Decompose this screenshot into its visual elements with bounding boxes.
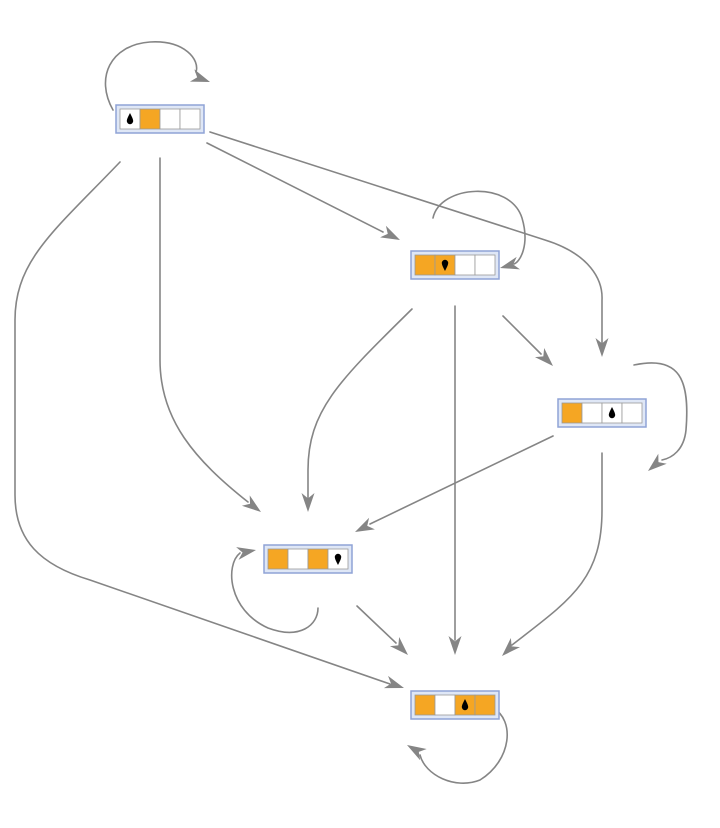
self-loop-edge-s3 xyxy=(633,362,688,471)
self-loop-edge-s2 xyxy=(432,190,526,270)
self-loop-edge-s1 xyxy=(104,41,210,111)
state-node-s2[interactable] xyxy=(410,250,500,280)
arrowhead-icon xyxy=(534,347,553,366)
tape-cell-0 xyxy=(267,548,289,570)
arrowhead-icon xyxy=(500,256,521,270)
state-node-s4[interactable] xyxy=(263,544,353,574)
arrowhead-icon xyxy=(595,338,609,357)
head-marker-icon xyxy=(126,113,134,125)
edge-line xyxy=(633,362,688,461)
edge-s3-to-s4 xyxy=(355,435,554,532)
arrowhead-icon xyxy=(389,636,408,655)
edge-line xyxy=(14,161,391,685)
tape-cell-2 xyxy=(159,108,181,130)
head-marker-icon xyxy=(461,699,469,711)
state-node-s3[interactable] xyxy=(557,398,647,428)
arrowhead-icon xyxy=(301,493,315,512)
tape-cell-0 xyxy=(561,402,583,424)
edge-line xyxy=(369,435,554,525)
arrowhead-icon xyxy=(383,675,404,689)
arrowhead-icon xyxy=(189,69,210,82)
tape-cell-3 xyxy=(474,694,496,716)
edge-line xyxy=(159,157,249,503)
edge-s1-to-s4 xyxy=(159,157,261,512)
head-marker-icon xyxy=(608,407,616,419)
tape-cell-1 xyxy=(287,548,309,570)
head-marker-icon xyxy=(441,259,449,271)
edge-line xyxy=(419,707,508,784)
arrowhead-icon xyxy=(355,517,375,532)
edge-line xyxy=(356,605,397,644)
tape-cell-0 xyxy=(414,694,436,716)
edge-s2-to-s4 xyxy=(301,308,413,512)
arrowhead-icon xyxy=(241,495,261,512)
edge-line xyxy=(206,142,384,233)
tape-cell-3 xyxy=(179,108,201,130)
edge-line xyxy=(307,308,413,499)
state-node-s5[interactable] xyxy=(410,690,500,720)
nodes-layer xyxy=(115,104,647,720)
tape-cell-3 xyxy=(474,254,496,276)
arrowhead-icon xyxy=(448,636,462,655)
edge-s2-to-s3 xyxy=(502,315,553,366)
edge-s2-to-s5 xyxy=(448,305,462,655)
tape-cell-1 xyxy=(581,402,603,424)
tape-cell-2 xyxy=(307,548,329,570)
edge-line xyxy=(511,452,603,646)
tape-cell-1 xyxy=(139,108,161,130)
state-node-s1[interactable] xyxy=(115,104,205,134)
edge-line xyxy=(230,552,319,634)
arrowhead-icon xyxy=(648,453,667,471)
tape-cell-2 xyxy=(454,254,476,276)
edge-s1-to-s5 xyxy=(14,161,404,689)
edge-line xyxy=(104,41,198,111)
arrowhead-icon xyxy=(236,547,256,560)
tape-cell-1 xyxy=(434,694,456,716)
edge-line xyxy=(502,315,542,355)
head-marker-icon xyxy=(334,553,342,565)
edges-layer xyxy=(14,41,688,784)
arrowhead-icon xyxy=(380,225,400,240)
arrowhead-icon xyxy=(502,637,521,656)
edge-s1-to-s3 xyxy=(209,131,609,357)
self-loop-edge-s5 xyxy=(407,707,508,784)
edge-line xyxy=(209,131,603,346)
self-loop-edge-s4 xyxy=(230,547,319,634)
edge-s4-to-s5 xyxy=(356,605,408,655)
tape-cell-0 xyxy=(414,254,436,276)
arrowhead-icon xyxy=(407,745,427,761)
edge-s3-to-s5 xyxy=(502,452,603,656)
tape-cell-3 xyxy=(621,402,643,424)
edge-line xyxy=(432,190,526,265)
edge-s1-to-s2 xyxy=(206,142,400,240)
